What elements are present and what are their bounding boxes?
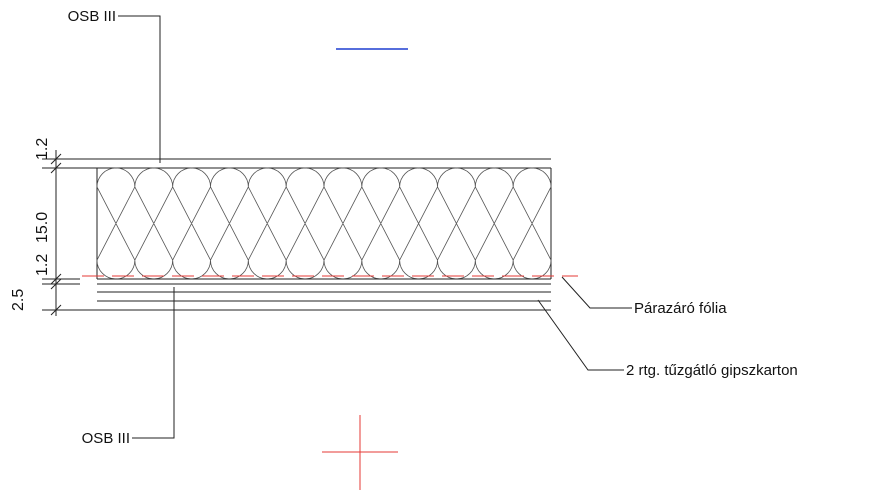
osb-bottom-layer [97, 278, 551, 285]
dim-gypsum: 2.5 [10, 289, 27, 311]
red-cross-marker [322, 415, 398, 490]
leader-gypsum [537, 299, 624, 371]
leader-vapor-barrier [561, 276, 632, 309]
label-vapor-barrier: Párazáró fólia [634, 300, 727, 317]
dimension-line-lower [42, 280, 97, 316]
dim-osb-top: 1.2 [34, 138, 51, 160]
dim-osb-bottom: 1.2 [34, 254, 51, 276]
insulation-layer [96, 167, 552, 280]
label-osb-top: OSB III [68, 8, 116, 25]
leader-osb-bottom [132, 287, 175, 439]
mineral-wool-loops [96, 167, 552, 280]
label-osb-bottom: OSB III [82, 430, 130, 447]
leader-osb-top [118, 15, 161, 163]
mineral-wool-pattern [96, 167, 552, 280]
label-gypsum: 2 rtg. tűzgátló gipszkarton [626, 362, 798, 379]
osb-top-layer [97, 158, 551, 169]
gypsum-layers [97, 291, 551, 311]
dim-insulation: 15.0 [34, 212, 51, 243]
